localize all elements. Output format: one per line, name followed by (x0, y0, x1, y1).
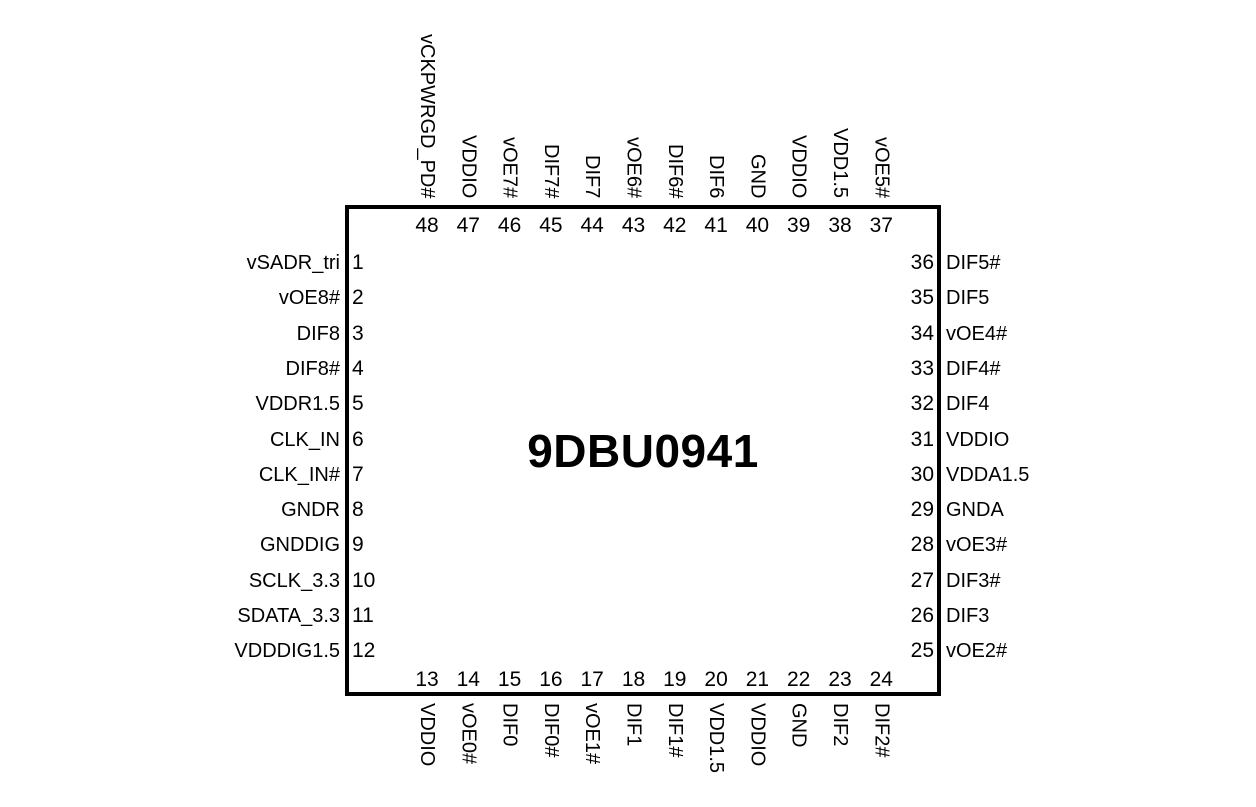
pin-label-38: VDD1.5 (829, 127, 851, 198)
pin-label-34: vOE4# (946, 322, 1008, 345)
pin-label-19: DIF1# (663, 703, 686, 758)
pin-label-28: vOE3# (946, 534, 1008, 557)
chip-title: 9DBU0941 (527, 424, 759, 477)
pin-label-36: DIF5# (946, 252, 1001, 274)
pin-label-44: DIF7 (581, 154, 604, 198)
pin-label-16: DIF0# (539, 703, 562, 758)
pin-label-3: DIF8 (296, 322, 340, 345)
pin-label-21: VDDIO (746, 703, 769, 767)
pin-label-23: DIF2 (829, 703, 851, 747)
pin-label-6: CLK_IN (269, 428, 340, 451)
pin-label-11: SDATA_3.3 (237, 605, 340, 627)
pin-label-27: DIF3# (946, 569, 1001, 592)
pin-label-14: vOE0# (457, 703, 480, 765)
pin-label-17: vOE1# (581, 703, 604, 765)
chip-body: 9DBU0941 (345, 205, 941, 696)
pin-label-18: DIF1 (622, 703, 645, 747)
pin-label-9: GNDDIG (260, 534, 340, 557)
pin-label-10: SCLK_3.3 (248, 569, 340, 592)
pin-label-15: DIF0 (498, 703, 521, 747)
pin-label-37: vOE5# (870, 136, 893, 198)
pin-label-1: vSADR_tri (246, 252, 340, 274)
pin-label-39: VDDIO (787, 134, 810, 198)
pin-label-32: DIF4 (946, 393, 990, 416)
pin-label-33: DIF4# (946, 357, 1001, 380)
pin-label-4: DIF8# (285, 357, 340, 380)
pin-label-22: GND (787, 703, 810, 748)
pin-label-13: VDDIO (416, 703, 438, 767)
pin-label-12: VDDDIG1.5 (234, 640, 340, 663)
pin-label-8: GNDR (281, 499, 340, 522)
pin-label-45: DIF7# (539, 143, 562, 198)
pin-label-43: vOE6# (622, 136, 645, 198)
pin-label-5: VDDR1.5 (255, 393, 340, 416)
pin-label-24: DIF2# (870, 703, 893, 758)
pin-label-40: GND (746, 153, 769, 198)
pin-label-26: DIF3 (946, 605, 990, 627)
pin-label-20: VDD1.5 (705, 703, 728, 774)
pin-label-47: VDDIO (457, 134, 480, 198)
pin-label-30: VDDA1.5 (946, 463, 1030, 486)
pin-label-48: vCKPWRGD_PD# (416, 33, 438, 198)
pin-label-31: VDDIO (946, 428, 1010, 451)
pin-label-42: DIF6# (663, 143, 686, 198)
pin-label-2: vOE8# (278, 287, 340, 310)
pin-label-46: vOE7# (498, 136, 521, 198)
pin-label-29: GNDA (946, 499, 1004, 522)
pin-label-35: DIF5 (946, 287, 990, 310)
pin-label-25: vOE2# (946, 640, 1008, 663)
pin-label-7: CLK_IN# (258, 463, 340, 486)
pin-label-41: DIF6 (705, 154, 728, 198)
